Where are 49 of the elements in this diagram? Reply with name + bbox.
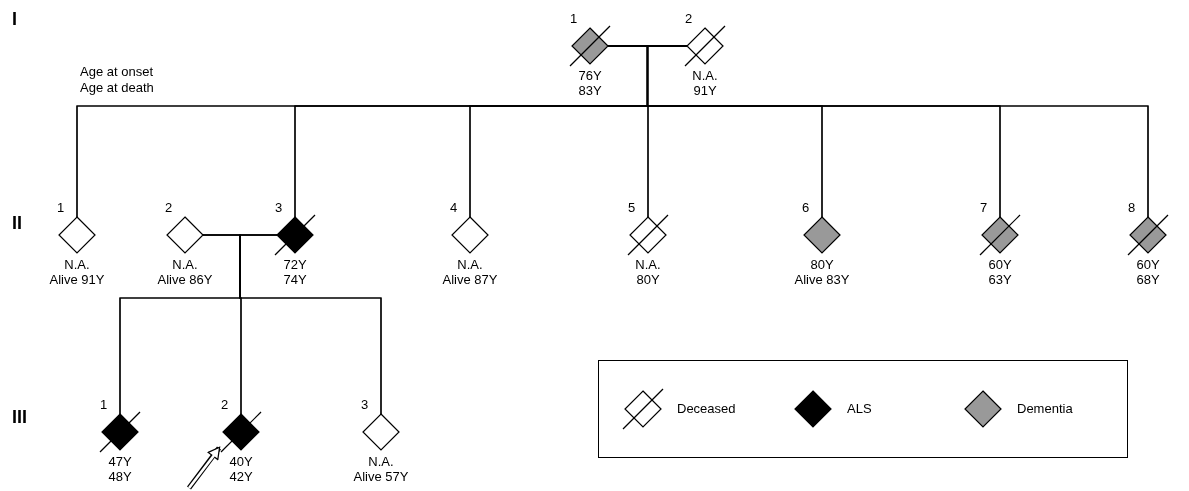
age-text: 63Y bbox=[988, 272, 1012, 287]
individual-number: 1 bbox=[100, 398, 108, 412]
age-text: 42Y bbox=[229, 469, 253, 484]
individual-number: 7 bbox=[980, 201, 988, 215]
proband-arrow bbox=[187, 446, 221, 490]
generation-numeral: III bbox=[12, 410, 27, 425]
age-text: N.A. bbox=[368, 454, 394, 469]
generation-numeral: I bbox=[12, 12, 17, 27]
age-text: Alive 83Y bbox=[794, 272, 850, 287]
individual-number: 5 bbox=[628, 201, 636, 215]
age-text: Alive 57Y bbox=[353, 469, 409, 484]
age-text: N.A. bbox=[635, 257, 661, 272]
individual-number: 2 bbox=[165, 201, 173, 215]
individual-number: 2 bbox=[685, 12, 693, 26]
age-text: N.A. bbox=[64, 257, 90, 272]
age-text: Alive 86Y bbox=[157, 272, 213, 287]
age-text: 80Y bbox=[810, 257, 834, 272]
individual-number: 3 bbox=[361, 398, 369, 412]
age-text: 72Y bbox=[283, 257, 307, 272]
age-text: 68Y bbox=[1136, 272, 1160, 287]
age-text: 48Y bbox=[108, 469, 132, 484]
individual-number: 8 bbox=[1128, 201, 1136, 215]
legend-text: ALS bbox=[847, 401, 872, 416]
individual-number: 2 bbox=[221, 398, 229, 412]
age-text: N.A. bbox=[692, 68, 718, 83]
individual-number: 1 bbox=[57, 201, 65, 215]
age-text: N.A. bbox=[172, 257, 198, 272]
age-text: Alive 87Y bbox=[442, 272, 498, 287]
age-text: 74Y bbox=[283, 272, 307, 287]
individual-number: 3 bbox=[275, 201, 283, 215]
generation-numeral: II bbox=[12, 216, 22, 231]
axis-note: Age at onset bbox=[80, 64, 153, 79]
individual-number: 1 bbox=[570, 12, 578, 26]
axis-note: Age at death bbox=[80, 80, 154, 95]
age-text: Alive 91Y bbox=[49, 272, 105, 287]
age-text: 40Y bbox=[229, 454, 253, 469]
age-text: N.A. bbox=[457, 257, 483, 272]
age-text: 60Y bbox=[988, 257, 1012, 272]
age-text: 47Y bbox=[108, 454, 132, 469]
age-text: 91Y bbox=[693, 83, 717, 98]
age-text: 83Y bbox=[578, 83, 602, 98]
legend-text: Deceased bbox=[677, 401, 736, 416]
age-text: 60Y bbox=[1136, 257, 1160, 272]
legend-text: Dementia bbox=[1017, 401, 1073, 416]
individual-number: 6 bbox=[802, 201, 810, 215]
pedigree-line bbox=[239, 234, 382, 415]
age-text: 76Y bbox=[578, 68, 602, 83]
age-text: 80Y bbox=[636, 272, 660, 287]
individual-number: 4 bbox=[450, 201, 458, 215]
